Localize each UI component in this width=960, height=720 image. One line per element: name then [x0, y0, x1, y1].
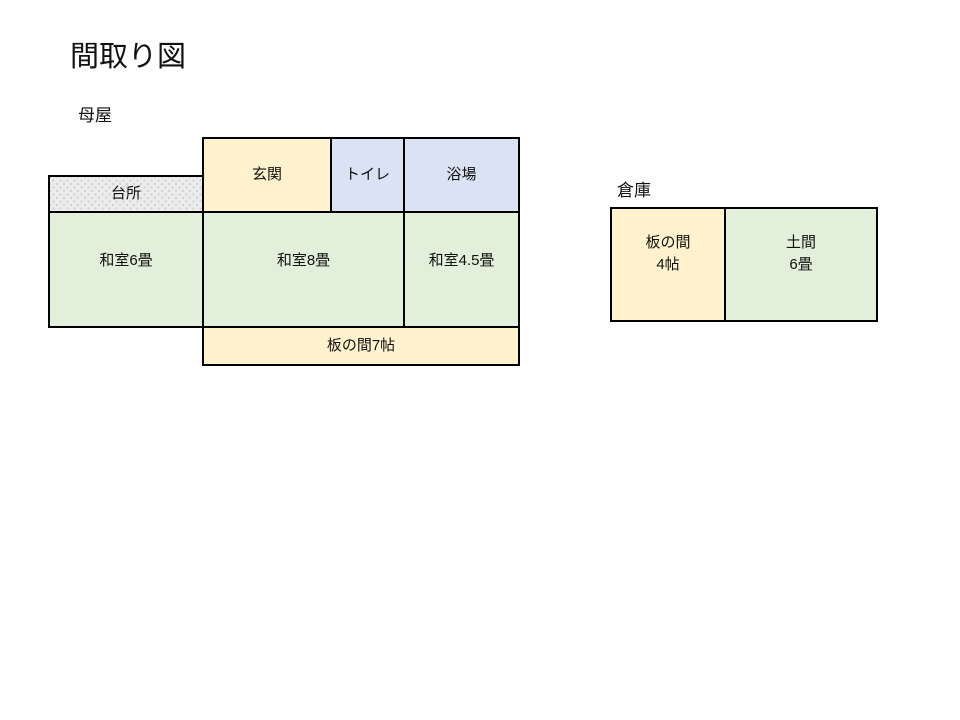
room-doma-6: 土間 6畳 — [724, 207, 878, 322]
room-washitsu-4-5: 和室4.5畳 — [403, 211, 520, 328]
room-itanoma-7: 板の間7帖 — [202, 326, 520, 366]
room-toilet: トイレ — [330, 137, 405, 213]
page-title: 間取り図 — [70, 41, 187, 73]
room-kitchen: 台所 — [48, 175, 204, 213]
room-washitsu-8: 和室8畳 — [202, 211, 405, 328]
room-washitsu-6: 和室6畳 — [48, 211, 204, 328]
room-itanoma-4: 板の間 4帖 — [610, 207, 726, 322]
room-genkan: 玄関 — [202, 137, 332, 213]
warehouse-label: 倉庫 — [617, 181, 651, 200]
main-house-label: 母屋 — [78, 106, 112, 125]
room-bath: 浴場 — [403, 137, 520, 213]
